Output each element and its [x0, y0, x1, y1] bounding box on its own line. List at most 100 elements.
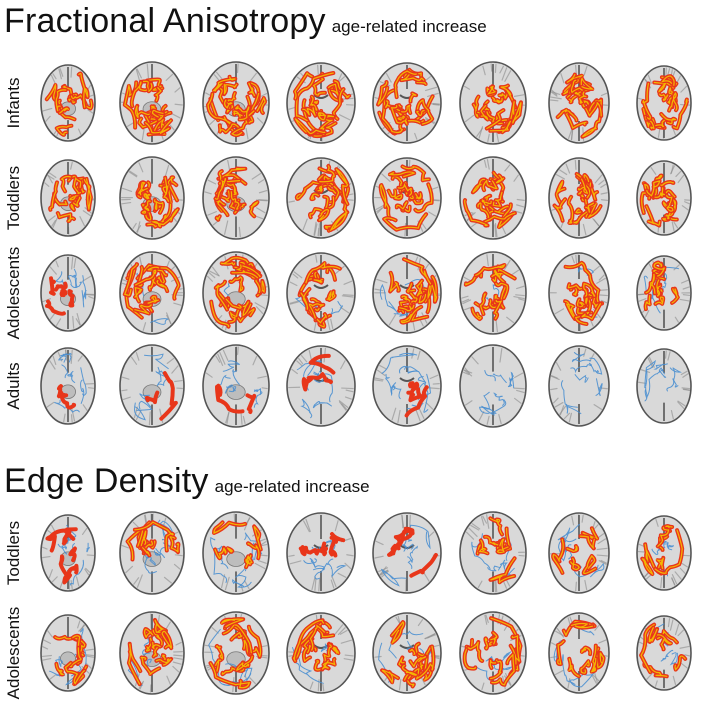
sulcus	[87, 387, 95, 389]
increase-tract-core	[214, 177, 227, 200]
brain-slice-image	[548, 157, 610, 239]
increase-tract-core	[396, 115, 421, 124]
increase-tract-core	[583, 282, 596, 297]
increase-tract-core	[653, 261, 666, 277]
sulcus	[679, 567, 686, 574]
increase-tract-core	[216, 215, 221, 221]
sulcus	[465, 531, 475, 540]
sulcus	[496, 131, 499, 142]
increase-tract-core	[218, 167, 246, 185]
brain-slice-image	[40, 347, 96, 425]
sulcus	[584, 579, 588, 591]
sulcus	[598, 179, 605, 185]
sulcus	[340, 639, 353, 644]
sulcus	[163, 576, 173, 584]
increase-tract-core	[654, 187, 665, 198]
decrease-tract	[67, 274, 78, 288]
increase-tract-core	[564, 300, 576, 321]
sulcus	[293, 271, 303, 279]
increase-tract-core	[153, 280, 168, 292]
sulcus	[136, 68, 142, 79]
fa-row-adolescents-slice-4	[283, 250, 359, 336]
fa-row-adolescents-slice-2	[114, 250, 190, 336]
fa-row-adolescents-slice-6	[455, 250, 531, 336]
sulcus	[86, 655, 95, 658]
sulcus	[677, 174, 685, 184]
sulcus	[514, 397, 522, 404]
sulcus	[582, 223, 587, 236]
increase-tract-core	[557, 640, 565, 665]
sulcus	[142, 322, 147, 331]
sulcus	[224, 576, 230, 591]
increase-tract-core	[137, 266, 143, 287]
increase-tract	[62, 563, 79, 585]
increase-tract-core	[500, 85, 516, 108]
increase-tract-core	[416, 99, 434, 125]
sulcus	[309, 681, 314, 690]
brain-outline	[459, 344, 527, 428]
increase-tract-core	[134, 287, 143, 303]
fa-row-infants-slice-1	[30, 60, 106, 146]
increase-tract-core	[471, 308, 482, 320]
ventricles	[399, 377, 415, 382]
sulcus	[555, 362, 562, 371]
increase-tract-core	[135, 269, 157, 286]
brain-outline	[372, 345, 442, 427]
sulcus	[495, 318, 498, 333]
increase-tract-core	[400, 73, 425, 81]
increase-tract-core	[391, 621, 405, 645]
decrease-tract	[479, 399, 507, 414]
sulcus	[174, 103, 183, 106]
sulcus	[315, 254, 318, 263]
increase-tract-core	[399, 304, 415, 312]
increase-tract-core	[300, 288, 310, 310]
sulcus	[465, 400, 473, 406]
sulcus	[341, 295, 354, 298]
increase-tract-core	[321, 658, 336, 670]
brain-slice-image	[40, 159, 96, 237]
decrease-tract	[570, 362, 595, 374]
decrease-tract	[644, 368, 664, 402]
brain-slice-image	[372, 62, 442, 144]
sulcus	[249, 677, 256, 685]
sulcus	[88, 295, 94, 299]
increase-tract-core	[570, 557, 580, 571]
increase-tract-core	[648, 627, 658, 643]
decrease-tract	[328, 563, 347, 578]
increase-tract-core	[489, 659, 497, 669]
increase-tract-core	[645, 273, 656, 294]
increase-tract-core	[491, 653, 515, 686]
sulcus	[313, 322, 317, 331]
decrease-tract	[653, 363, 668, 370]
increase-tract-core	[663, 525, 673, 532]
ed-row-adolescents-slice-3	[198, 610, 274, 696]
increase-tract-core	[486, 85, 496, 95]
sulcus	[417, 619, 424, 627]
increase-tract-core	[493, 299, 503, 320]
sulcus	[463, 371, 470, 376]
fa-row-toddlers-slice-7	[541, 155, 617, 241]
sulcus	[172, 661, 182, 665]
decrease-tract	[156, 366, 164, 387]
increase-tract-core	[401, 104, 411, 114]
sulcus	[655, 680, 658, 687]
sulcus	[254, 562, 266, 570]
increase-tract-core	[213, 521, 246, 534]
sulcus	[70, 414, 73, 423]
sulcus	[340, 360, 346, 370]
brain-slice-image	[636, 255, 692, 331]
increase-tract	[306, 372, 333, 385]
sulcus	[84, 568, 90, 576]
sulcus	[81, 527, 88, 536]
decrease-tract	[320, 643, 328, 652]
increase-tract-core	[401, 665, 418, 676]
decrease-tract	[507, 375, 514, 388]
sulcus	[225, 411, 230, 424]
sulcus	[681, 205, 689, 211]
sulcus	[594, 174, 603, 184]
brain-slice-image	[548, 62, 610, 144]
increase-tract-core	[309, 624, 325, 651]
sulcus	[381, 570, 389, 578]
sulcus	[42, 657, 52, 661]
sulcus	[596, 554, 609, 557]
